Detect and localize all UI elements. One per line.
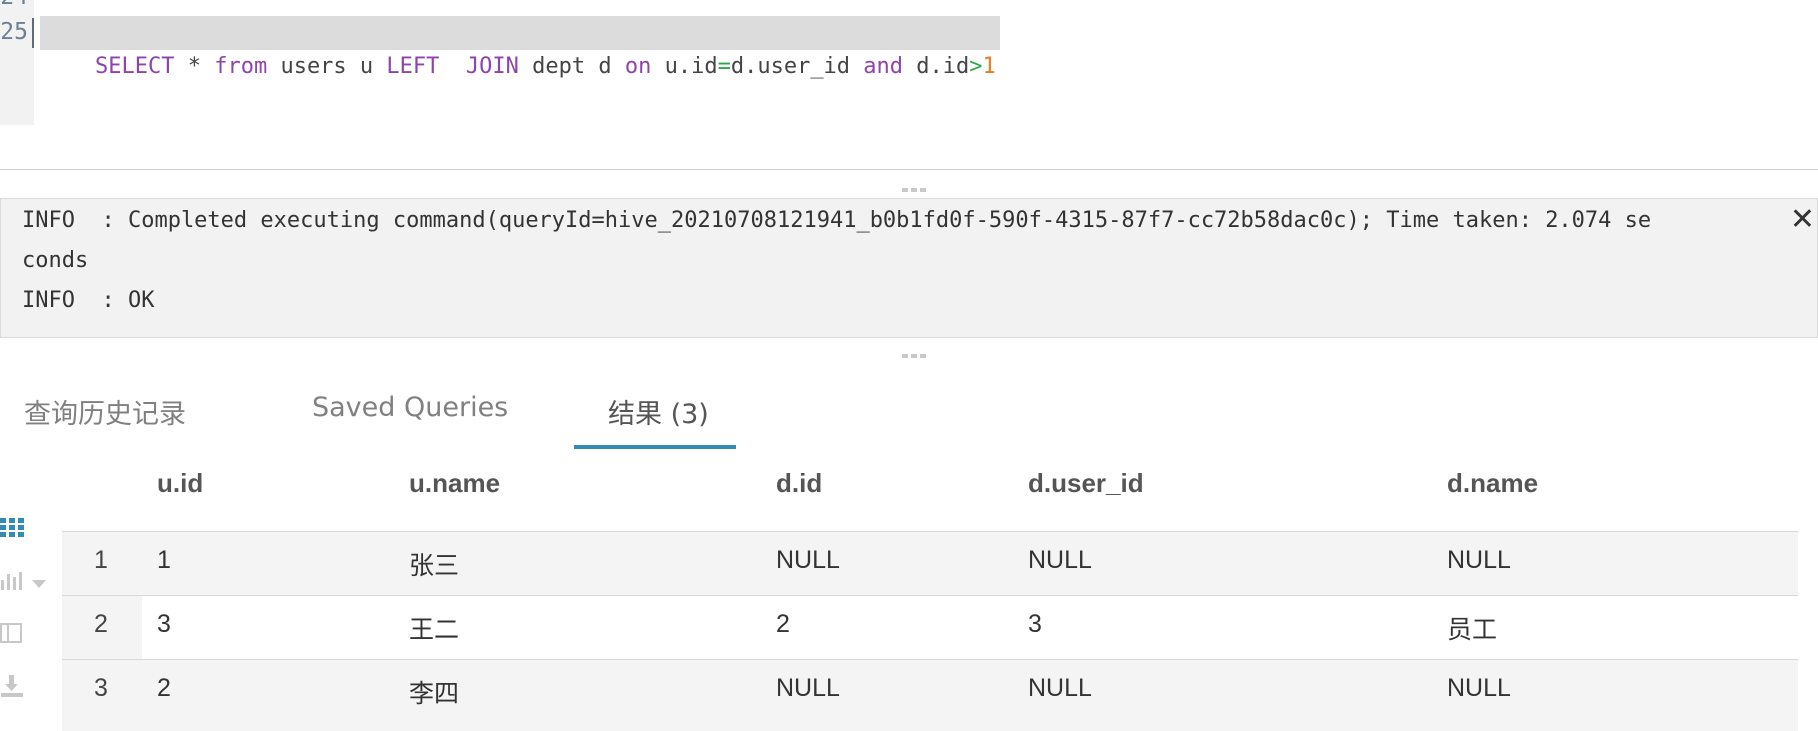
- table-cell: NULL: [1028, 674, 1092, 702]
- sql-text: dept d: [518, 54, 625, 79]
- table-row[interactable]: 1 1 张三 NULL NULL NULL: [62, 531, 1798, 595]
- table-cell: NULL: [776, 546, 840, 574]
- sql-keyword-select: SELECT: [94, 54, 175, 79]
- text-cursor: [32, 18, 34, 48]
- chevron-down-icon[interactable]: [32, 576, 46, 594]
- editor-resize-handle[interactable]: [902, 188, 926, 192]
- log-resize-handle[interactable]: [902, 354, 926, 358]
- row-number-column-bg: [62, 596, 142, 659]
- column-header[interactable]: d.user_id: [1028, 468, 1144, 498]
- execution-log-panel: INFO : Completed executing command(query…: [0, 198, 1818, 338]
- table-cell: NULL: [1447, 546, 1511, 574]
- table-cell: 员工: [1447, 616, 1498, 644]
- editor-gutter: 24 25: [0, 0, 34, 125]
- sql-operator-equals: =: [717, 54, 731, 79]
- table-cell: 3: [1028, 610, 1042, 638]
- active-tab-indicator: [574, 445, 736, 449]
- columns-icon[interactable]: [0, 622, 24, 649]
- log-line: conds: [22, 248, 89, 273]
- tab-results[interactable]: 结果 (3): [608, 399, 709, 430]
- table-cell: 2: [776, 610, 790, 638]
- sql-text: u.id: [651, 54, 718, 79]
- column-header[interactable]: d.id: [776, 468, 823, 498]
- table-cell: NULL: [1447, 674, 1511, 702]
- table-cell: 2: [157, 674, 171, 702]
- line-number-prev: 24: [0, 0, 28, 10]
- sql-keyword-left: LEFT: [386, 54, 440, 79]
- column-header[interactable]: u.id: [157, 468, 204, 498]
- sql-keyword-join: JOIN: [465, 54, 519, 79]
- editor-divider: [0, 169, 1818, 170]
- bar-chart-icon[interactable]: [0, 570, 24, 597]
- table-cell: 李四: [409, 680, 460, 708]
- table-cell: NULL: [1028, 546, 1092, 574]
- table-cell: NULL: [776, 674, 840, 702]
- sql-editor[interactable]: 24 25 SELECT * from users u LEFT JOIN de…: [0, 0, 1818, 170]
- sql-keyword-and: and: [863, 54, 904, 79]
- tab-query-history[interactable]: 查询历史记录: [24, 399, 186, 430]
- download-icon[interactable]: [0, 674, 24, 703]
- table-cell: 王二: [409, 616, 460, 644]
- table-cell: 张三: [409, 552, 460, 580]
- log-line: INFO : OK: [22, 288, 155, 313]
- tab-saved-queries[interactable]: Saved Queries: [312, 392, 509, 423]
- sql-operator-gt: >: [969, 54, 983, 79]
- line-number-current: 25: [0, 19, 28, 45]
- sql-number: 1: [982, 54, 996, 79]
- sql-keyword-from: from: [214, 54, 268, 79]
- sql-text: d.user_id: [730, 54, 864, 79]
- column-header[interactable]: u.name: [409, 468, 501, 498]
- code-line-selected[interactable]: SELECT * from users u LEFT JOIN dept d o…: [40, 16, 1000, 79]
- log-line: INFO : Completed executing command(query…: [22, 208, 1652, 233]
- sql-text: [439, 54, 466, 79]
- column-header[interactable]: d.name: [1447, 468, 1539, 498]
- row-number: 2: [94, 610, 108, 638]
- sql-text: users u: [267, 54, 387, 79]
- table-row[interactable]: 3 2 李四 NULL NULL NULL: [62, 659, 1798, 731]
- sql-text: *: [174, 54, 215, 79]
- sql-keyword-on: on: [624, 54, 652, 79]
- table-row[interactable]: 2 3 王二 2 3 员工: [62, 595, 1798, 659]
- row-number: 3: [94, 674, 108, 702]
- table-cell: 1: [157, 546, 171, 574]
- row-number: 1: [94, 546, 108, 574]
- sql-text: d.id: [903, 54, 970, 79]
- results-tabs: 查询历史记录 Saved Queries 结果 (3): [0, 378, 1818, 450]
- close-icon[interactable]: ✕: [1789, 202, 1815, 237]
- grid-icon[interactable]: [0, 516, 24, 543]
- table-cell: 3: [157, 610, 171, 638]
